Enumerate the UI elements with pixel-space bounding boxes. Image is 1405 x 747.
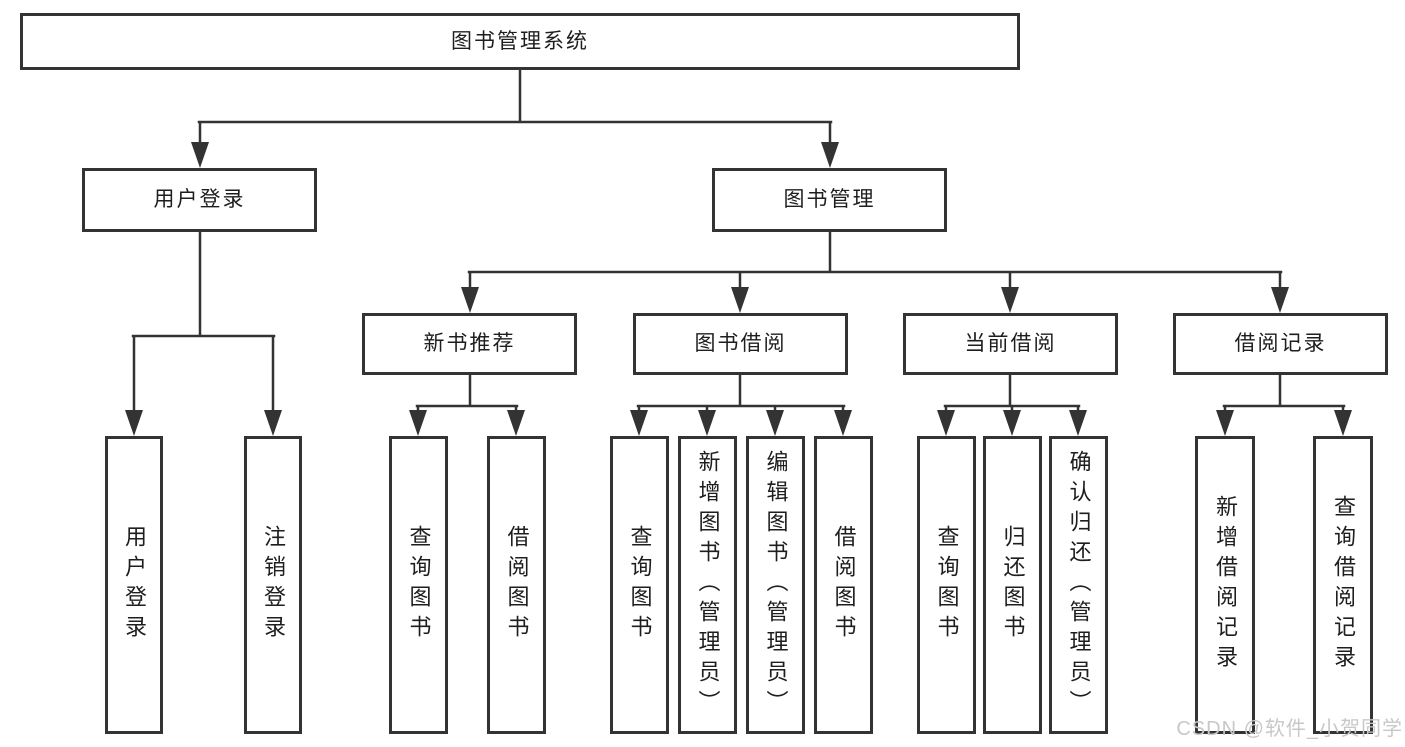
arrow-down-icon: [1216, 410, 1234, 436]
arrow-down-icon: [1271, 287, 1289, 313]
arrow-down-icon: [766, 410, 784, 436]
leaf-return-book: 归还图书: [983, 436, 1042, 734]
arrow-down-icon: [507, 410, 525, 436]
arrow-down-icon: [264, 410, 282, 436]
leaf-confirm-return-admin: 确认归还（管理员）: [1049, 436, 1108, 734]
leaf-query-books-2: 查询图书: [610, 436, 669, 734]
connector-path: [131, 67, 1346, 414]
arrow-down-icon: [409, 410, 427, 436]
node-borrow-records: 借阅记录: [1173, 313, 1388, 375]
leaf-user-login: 用户登录: [105, 436, 163, 734]
node-root: 图书管理系统: [20, 13, 1020, 70]
leaf-add-book-admin: 新增图书（管理员）: [678, 436, 737, 734]
arrow-down-icon: [461, 287, 479, 313]
node-current-borrow: 当前借阅: [903, 313, 1118, 375]
connector-path-group: [131, 67, 1346, 414]
leaf-add-borrow-record: 新增借阅记录: [1195, 436, 1255, 734]
arrow-down-icon: [1003, 410, 1021, 436]
leaf-logout: 注销登录: [244, 436, 302, 734]
leaf-edit-book-admin: 编辑图书（管理员）: [746, 436, 805, 734]
arrow-down-icon: [937, 410, 955, 436]
arrowheads: [125, 142, 1352, 436]
leaf-query-borrow-record: 查询借阅记录: [1313, 436, 1373, 734]
node-new-book-recommend: 新书推荐: [362, 313, 577, 375]
node-user-login: 用户登录: [82, 168, 317, 232]
arrow-down-icon: [630, 410, 648, 436]
arrow-down-icon: [125, 410, 143, 436]
arrow-down-icon: [731, 287, 749, 313]
arrow-down-icon: [191, 142, 209, 168]
arrow-down-icon: [834, 410, 852, 436]
arrow-down-icon: [1334, 410, 1352, 436]
leaf-borrow-books-1: 借阅图书: [487, 436, 546, 734]
leaf-query-books-1: 查询图书: [389, 436, 448, 734]
leaf-query-books-3: 查询图书: [917, 436, 976, 734]
arrow-down-icon: [1001, 287, 1019, 313]
arrow-down-icon: [698, 410, 716, 436]
leaf-borrow-books-2: 借阅图书: [814, 436, 873, 734]
node-book-borrow: 图书借阅: [633, 313, 848, 375]
csdn-watermark: CSDN @软件_小贺同学: [1176, 718, 1403, 740]
arrow-down-icon: [821, 142, 839, 168]
arrow-down-icon: [1069, 410, 1087, 436]
node-book-management: 图书管理: [712, 168, 947, 232]
